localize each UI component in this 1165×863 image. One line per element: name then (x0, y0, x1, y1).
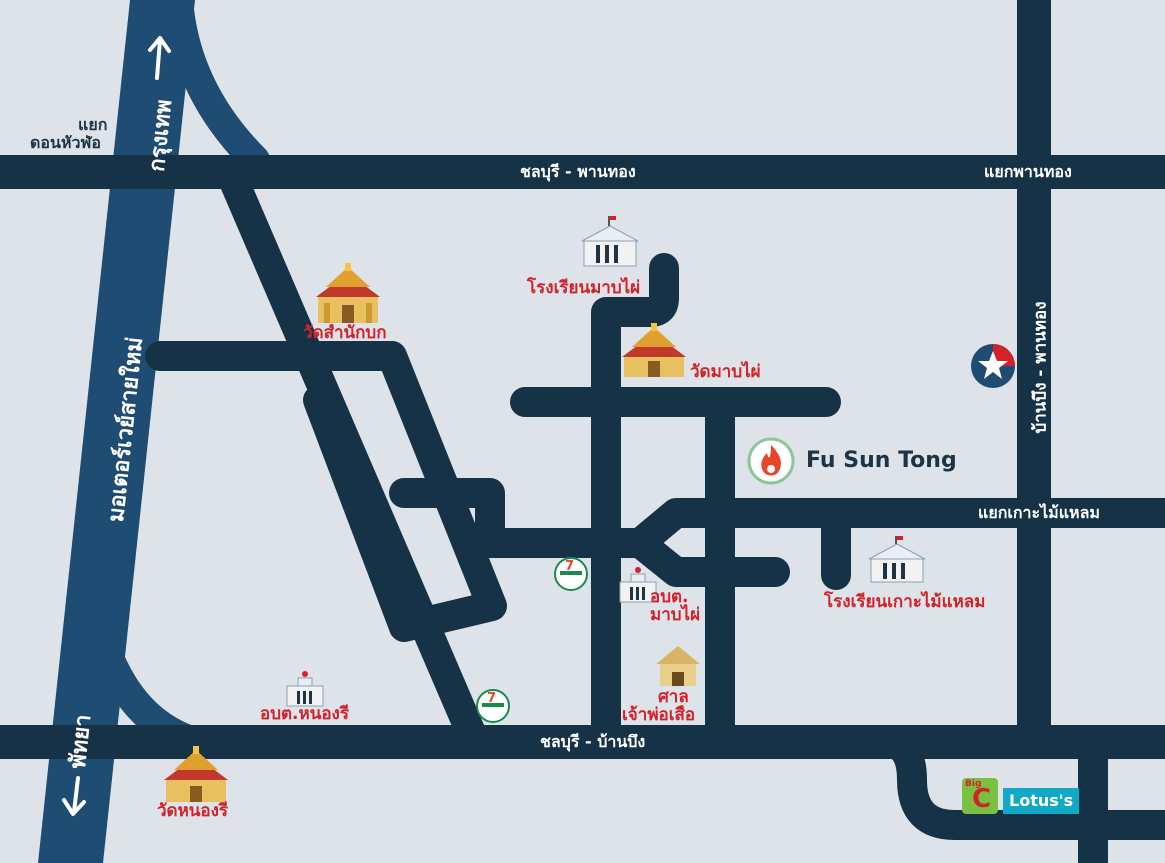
road-label-chonburi-banbueng: ชลบุรี - บ้านบึง (540, 732, 646, 751)
place-label-shrine-line1: ศาล (658, 687, 689, 707)
lotus-icon (1003, 788, 1079, 814)
seven-eleven-text: ELEVEN (561, 576, 583, 582)
intersection-label-ko-mai-laem: แยกเกาะไม้แหลม (978, 503, 1100, 522)
road-label-chonburi-phanthong: ชลบุรี - พานทอง (520, 162, 636, 181)
brand-label-fu-sun-tong: Fu Sun Tong (806, 448, 957, 473)
shrine-icon (656, 646, 700, 686)
government-office-icon (619, 567, 657, 603)
intersection-label-don-hua-lo-line1: แยก (78, 115, 108, 134)
place-label-obt-nong-ri: อบต.หนองรี (260, 704, 349, 724)
temple-icon (622, 323, 686, 377)
road-label-banbueng-phanthong: บ้านบึง - พานทอง (1030, 301, 1051, 434)
seven-eleven-icon (554, 557, 588, 591)
big-c-icon (962, 778, 998, 814)
gas-station-star-icon (971, 344, 1015, 388)
lotus-label: Lotus's (1009, 791, 1074, 810)
temple-icon (316, 263, 380, 323)
place-label-shrine-line2: เจ้าพ่อเสือ (622, 705, 696, 725)
road-fork-lower (625, 528, 790, 587)
road-loop-west (145, 341, 507, 642)
government-office-icon (286, 671, 324, 707)
road-link-mid (389, 478, 655, 558)
motorway-main (38, 0, 195, 863)
place-label-school-ko-mai-laem: โรงเรียนเกาะไม้แหลม (824, 592, 986, 612)
intersection-label-don-hua-lo-line2: ดอนหัวฬ่อ (30, 133, 102, 152)
main-roads (0, 0, 1165, 759)
place-label-wat-map-phai: วัดมาบไผ่ (690, 362, 761, 382)
big-c-small-label: Big (965, 779, 982, 789)
local-roads (145, 157, 1165, 863)
arrow-down-icon (62, 776, 86, 816)
road-banbueng-phanthong (1017, 0, 1051, 742)
big-c-label: C (972, 784, 992, 814)
seven-eleven-number-2: 7 (487, 691, 497, 706)
arrow-up-icon (148, 36, 171, 80)
seven-eleven-icon (476, 689, 510, 723)
temple-icon (164, 746, 228, 802)
place-label-school-map-phai: โรงเรียนมาบไผ่ (527, 278, 641, 298)
seven-eleven-text-2: ELEVEN (483, 708, 505, 714)
place-label-wat-nong-ri: วัดหนองรี (157, 801, 229, 821)
road-chonburi-phanthong (0, 155, 1165, 189)
school-icon (581, 216, 639, 267)
intersection-label-phan-thong: แยกพานทอง (984, 162, 1072, 181)
school-icon (868, 536, 926, 583)
road-school-north (591, 253, 679, 757)
place-label-obt-map-phai-line1: อบต. (650, 587, 689, 607)
place-label-obt-map-phai-line2: มาบไผ่ (650, 605, 701, 625)
fire-logo-icon (747, 437, 795, 485)
place-label-wat-sam-nak-bok: วัดสำนักบก (303, 323, 387, 343)
seven-eleven-number: 7 (565, 559, 575, 574)
road-fork-upper (625, 498, 1165, 558)
